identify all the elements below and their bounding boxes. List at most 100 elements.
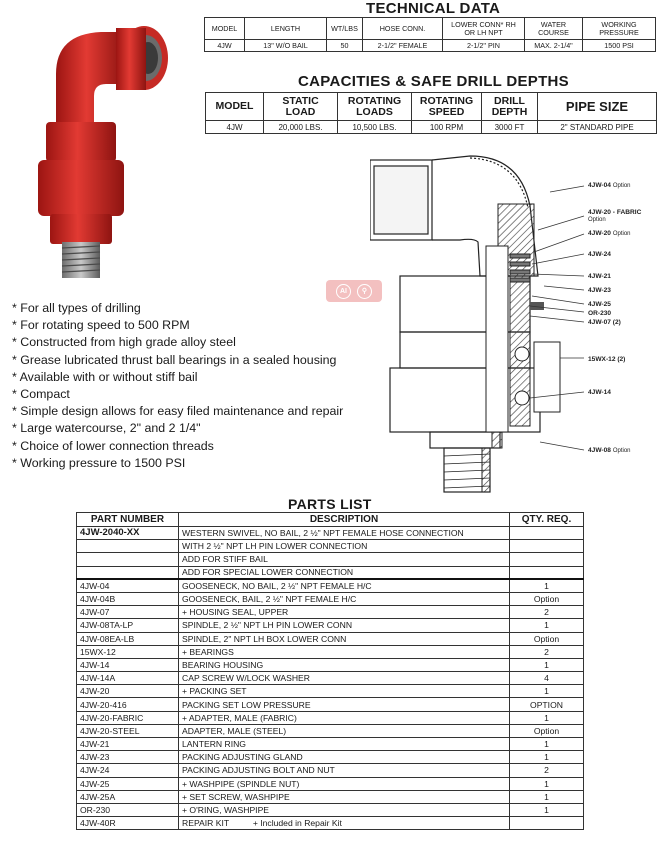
tech-cell-lower-conn: 2-1/2" PIN — [442, 39, 525, 52]
tech-cell-model: 4JW — [204, 39, 245, 52]
qty-cell: 1 — [509, 578, 584, 593]
ai-search-watermark-icon: AI ⚲ — [326, 280, 382, 302]
description-cell: GOOSENECK, BAIL, 2 ½" NPT FEMALE H/C — [178, 591, 510, 607]
description-cell: BEARING HOUSING — [178, 657, 510, 673]
description-cell: ADAPTER, MALE (STEEL) — [178, 723, 510, 739]
qty-cell: 2 — [509, 644, 584, 659]
part-number-cell: 4JW-20-416 — [76, 697, 179, 712]
description-cell: + SET SCREW, WASHPIPE — [178, 789, 510, 804]
callout-4jw-24: 4JW-24 — [588, 251, 611, 258]
description-cell: PACKING ADJUSTING BOLT AND NUT — [178, 763, 510, 778]
part-number-cell: 4JW-21 — [76, 736, 179, 752]
callout-4jw-20: 4JW-20 Option — [588, 230, 631, 237]
part-number-cell — [76, 565, 179, 580]
table-row: ADD FOR STIFF BAIL — [76, 552, 584, 567]
tech-cell-hose-conn: 2-1/2" FEMALE — [362, 39, 443, 52]
part-number-cell: 4JW-2040-XX — [76, 525, 179, 541]
part-number-cell: 4JW-25 — [76, 776, 179, 791]
part-number-cell: 4JW-20 — [76, 684, 179, 699]
cap-cell-rotating-loads: 10,500 LBS. — [337, 120, 412, 134]
description-cell: + WASHPIPE (SPINDLE NUT) — [178, 776, 510, 791]
tech-cell-working-pressure: 1500 PSI — [582, 39, 656, 52]
description-cell: ADD FOR SPECIAL LOWER CONNECTION — [178, 565, 510, 580]
cap-cell-pipe-size: 2" STANDARD PIPE — [537, 120, 657, 134]
qty-cell: Option — [509, 631, 584, 646]
feature-item: Compact — [12, 386, 343, 403]
description-cell: LANTERN RING — [178, 736, 510, 752]
part-number-cell: 4JW-23 — [76, 750, 179, 765]
description-cell: + PACKING SET — [178, 684, 510, 699]
qty-cell: 1 — [509, 736, 584, 752]
callout-4jw-04: 4JW-04 Option — [588, 182, 631, 189]
part-number-cell: 4JW-20-FABRIC — [76, 710, 179, 725]
feature-item: For all types of drilling — [12, 300, 343, 317]
feature-item: Large watercourse, 2" and 2 1/4" — [12, 420, 343, 437]
feature-item: For rotating speed to 500 RPM — [12, 317, 343, 334]
part-number-cell: 4JW-40R — [76, 816, 179, 831]
qty-cell: 1 — [509, 710, 584, 725]
qty-cell — [509, 539, 584, 554]
feature-item: Simple design allows for easy filed main… — [12, 403, 343, 420]
cap-header-drill-depth: DRILL DEPTH — [481, 92, 538, 121]
cap-header-static-load: STATIC LOAD — [263, 92, 338, 121]
tech-header-hose-conn: HOSE CONN. — [362, 17, 443, 40]
callout-4jw-23: 4JW-23 — [588, 287, 611, 294]
tech-header-water-course: WATER COURSE — [524, 17, 583, 40]
qty-cell: 1 — [509, 750, 584, 765]
tech-header-length: LENGTH — [244, 17, 327, 40]
qty-cell — [509, 525, 584, 541]
part-number-cell — [76, 539, 179, 554]
description-cell: REPAIR KIT + Included in Repair Kit — [178, 816, 510, 831]
description-cell: GOOSENECK, NO BAIL, 2 ½" NPT FEMALE H/C — [178, 578, 510, 593]
description-cell: + O'RING, WASHPIPE — [178, 802, 510, 818]
feature-item: Working pressure to 1500 PSI — [12, 455, 343, 472]
description-cell: PACKING ADJUSTING GLAND — [178, 750, 510, 765]
part-number-cell: 4JW-14A — [76, 671, 179, 686]
description-cell: + HOUSING SEAL, UPPER — [178, 605, 510, 620]
ai-icon: AI — [336, 283, 351, 299]
tech-header-weight: WT/LBS — [326, 17, 363, 40]
part-number-cell: 4JW-08TA-LP — [76, 618, 179, 633]
tech-header-lower-conn: LOWER CONN* RH OR LH NPT — [442, 17, 525, 40]
description-cell: SPINDLE, 2 ½" NPT LH PIN LOWER CONN — [178, 618, 510, 633]
part-number-cell: 4JW-07 — [76, 605, 179, 620]
callout-4jw-21: 4JW-21 — [588, 273, 611, 280]
callout-4jw-14: 4JW-14 — [588, 389, 611, 396]
capacities-table: MODEL STATIC LOAD ROTATING LOADS ROTATIN… — [205, 92, 657, 134]
part-number-cell: 4JW-08EA-LB — [76, 631, 179, 646]
qty-cell: 1 — [509, 684, 584, 699]
table-row: 4JW-25+ WASHPIPE (SPINDLE NUT)1 — [76, 776, 584, 791]
description-cell: WITH 2 ½" NPT LH PIN LOWER CONNECTION — [178, 539, 510, 554]
part-number-cell: 15WX-12 — [76, 644, 179, 659]
swivel-cross-section-drawing — [370, 155, 585, 493]
description-cell: PACKING SET LOW PRESSURE — [178, 697, 510, 712]
qty-cell: 2 — [509, 605, 584, 620]
tech-header-working-pressure: WORKING PRESSURE — [582, 17, 656, 40]
table-row: 4JW-20-FABRIC+ ADAPTER, MALE (FABRIC)1 — [76, 710, 584, 725]
description-cell: ADD FOR STIFF BAIL — [178, 552, 510, 567]
qty-cell: 1 — [509, 802, 584, 818]
feature-item: Grease lubricated thrust ball bearings i… — [12, 352, 343, 369]
tech-header-model: MODEL — [204, 17, 245, 40]
tech-cell-length: 13" W/O BAIL — [244, 39, 327, 52]
callout-15wx-12: 15WX-12 (2) — [588, 356, 626, 363]
tech-cell-water-course: MAX. 2-1/4" — [524, 39, 583, 52]
feature-item: Constructed from high grade alloy steel — [12, 334, 343, 351]
qty-cell: Option — [509, 591, 584, 607]
search-icon: ⚲ — [357, 283, 372, 299]
cap-cell-rotating-speed: 100 RPM — [411, 120, 482, 134]
table-row: ADD FOR SPECIAL LOWER CONNECTION — [76, 565, 584, 580]
qty-cell — [509, 565, 584, 580]
part-number-cell: 4JW-20-STEEL — [76, 723, 179, 739]
